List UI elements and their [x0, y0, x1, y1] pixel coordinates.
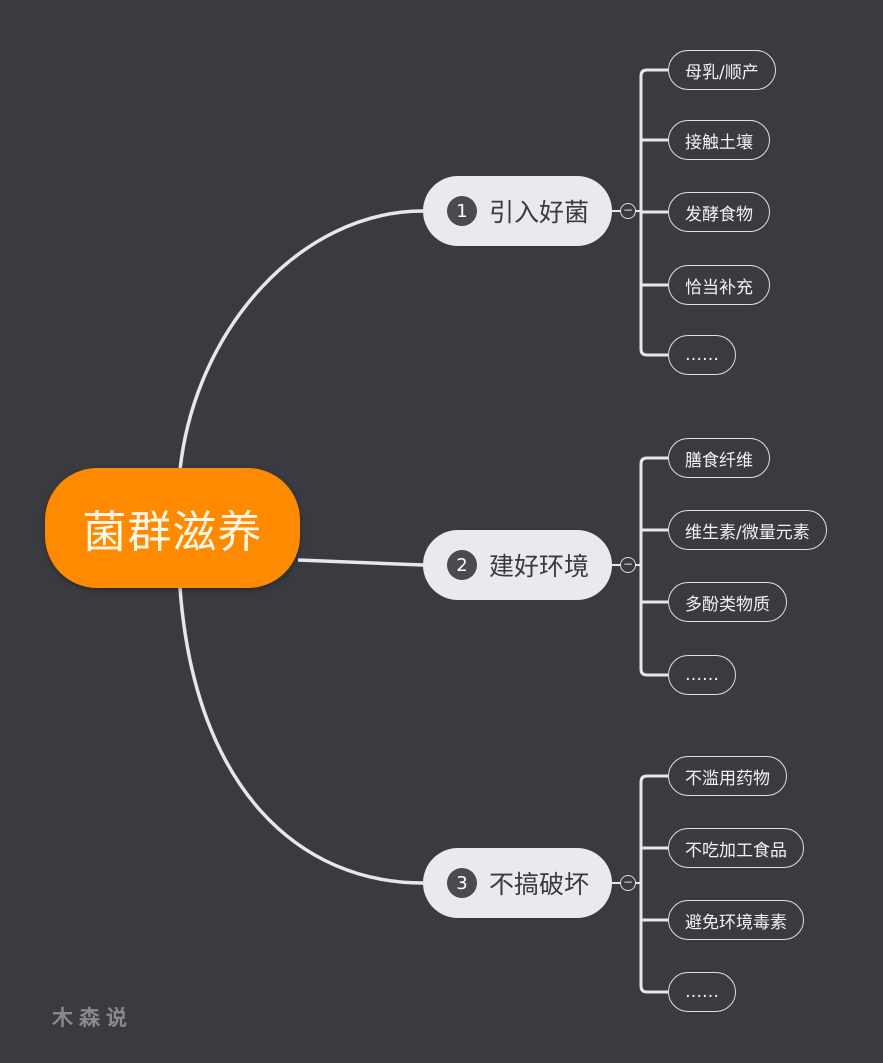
number-badge: 3 [447, 868, 477, 898]
branch-node-2[interactable]: 2 建好环境 [423, 530, 612, 600]
root-connector [178, 209, 424, 471]
collapse-button[interactable]: − [620, 875, 636, 891]
child-node[interactable]: …… [668, 972, 736, 1012]
collapse-button[interactable]: − [620, 203, 636, 219]
root-connector [297, 558, 424, 567]
number-badge: 1 [447, 196, 477, 226]
branch-label: 引入好菌 [489, 198, 590, 227]
branch-node-1[interactable]: 1 引入好菌 [423, 176, 612, 246]
child-connector [639, 68, 668, 77]
collapse-button[interactable]: − [620, 557, 636, 573]
child-node[interactable]: 发酵食物 [668, 192, 770, 232]
watermark: 木森说 [52, 1006, 133, 1030]
child-node[interactable]: 不滥用药物 [668, 756, 787, 796]
child-connector [639, 456, 668, 465]
branch-label: 不搞破坏 [489, 870, 590, 899]
child-node[interactable]: 接触土壤 [668, 120, 770, 160]
child-node[interactable]: …… [668, 335, 736, 375]
root-node[interactable]: 菌群滋养 [45, 468, 300, 588]
child-connector [639, 668, 668, 677]
child-connector [639, 985, 668, 994]
child-node[interactable]: 恰当补充 [668, 265, 770, 305]
number-badge: 2 [447, 550, 477, 580]
branch-node-3[interactable]: 3 不搞破坏 [423, 848, 612, 918]
child-node[interactable]: …… [668, 655, 736, 695]
branch-label: 建好环境 [489, 552, 590, 581]
root-connector [178, 587, 424, 885]
child-node[interactable]: 维生素/微量元素 [668, 510, 827, 550]
child-node[interactable]: 避免环境毒素 [668, 900, 804, 940]
root-label: 菌群滋养 [82, 507, 263, 558]
child-node[interactable]: 母乳/顺产 [668, 50, 776, 90]
child-node[interactable]: 多酚类物质 [668, 582, 787, 622]
child-node[interactable]: 膳食纤维 [668, 438, 770, 478]
child-connector [639, 348, 668, 357]
child-connector [639, 774, 668, 783]
child-node[interactable]: 不吃加工食品 [668, 828, 804, 868]
